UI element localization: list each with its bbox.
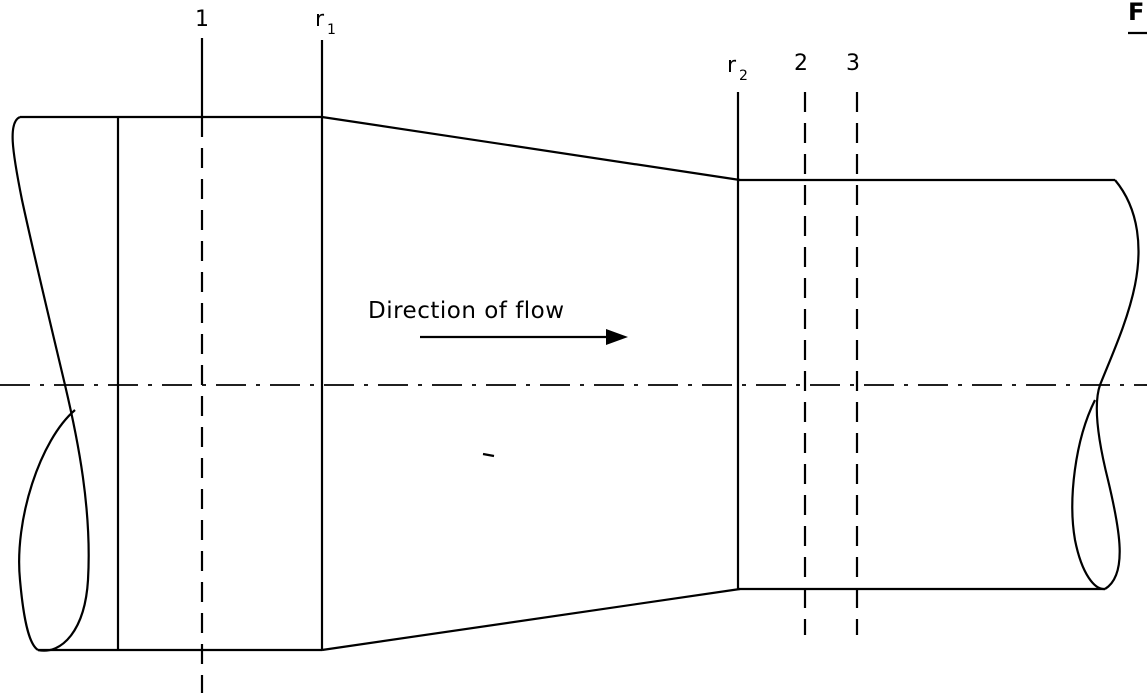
- reducer-bottom-edge: [321, 587, 741, 652]
- right-break-inner: [1071, 399, 1106, 591]
- corner-letter: F: [1128, 0, 1144, 26]
- reducer-top-edge: [321, 115, 741, 182]
- left-break-line: [11, 115, 90, 652]
- left-break-inner: [18, 409, 76, 651]
- section-r1-label: r: [315, 7, 325, 32]
- section-r2-subscript: 2: [739, 68, 748, 84]
- section-r2-label: r: [727, 53, 737, 78]
- stray-mark: [482, 452, 495, 458]
- section-3-label: 3: [846, 51, 860, 76]
- flow-arrow-head: [606, 329, 628, 345]
- flow-direction-label: Direction of flow: [368, 298, 565, 324]
- section-1-label: 1: [195, 7, 209, 32]
- section-r1-subscript: 1: [327, 22, 336, 38]
- section-2-label: 2: [794, 51, 808, 76]
